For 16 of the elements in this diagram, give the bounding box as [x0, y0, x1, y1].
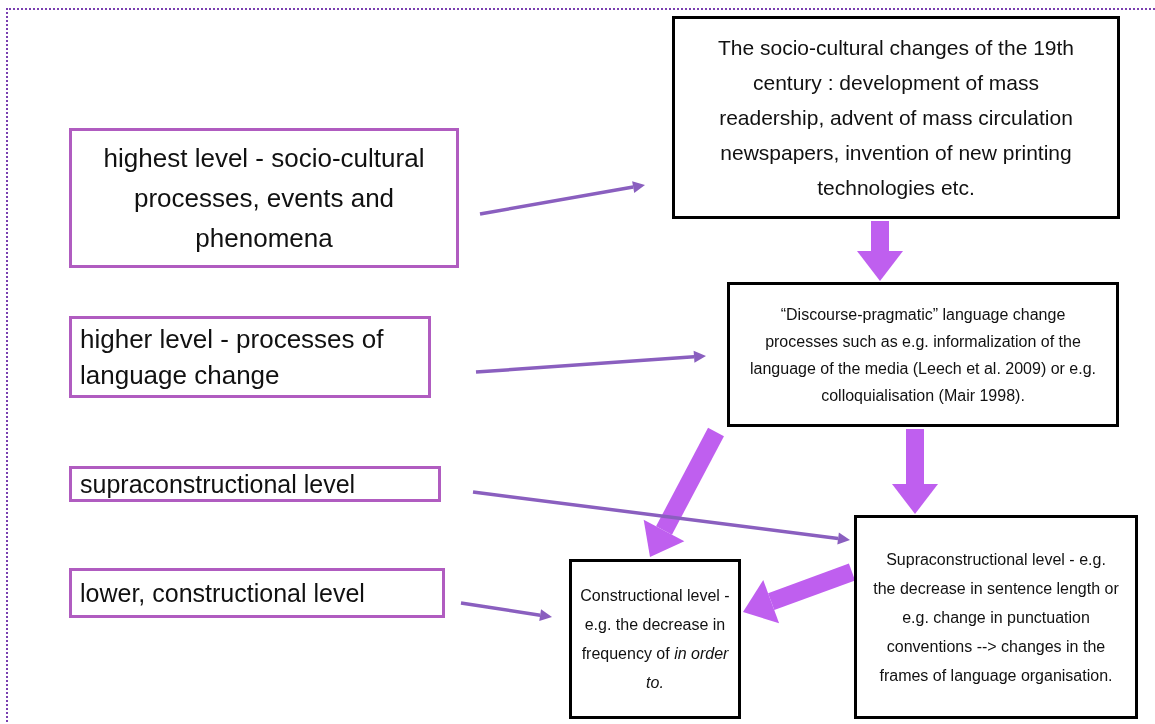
- arrow: [479, 181, 645, 216]
- level-box: lower, constructional level: [69, 568, 445, 618]
- arrow: [460, 601, 552, 622]
- block-arrow: [743, 563, 856, 624]
- block-arrow: [857, 221, 903, 281]
- description-box: Supraconstructional level - e.g. the decrease in sentence length or e.g. change in punctuation conventions --> changes in the frames of language organisation.: [854, 515, 1138, 719]
- arrow: [475, 350, 706, 374]
- description-box: “Discourse-pragmatic” language change processes such as e.g. informalization of the language of the media (Leech et al. 2009) or e.g. colloquialisation (Mair 1998).: [727, 282, 1119, 427]
- description-box: The socio-cultural changes of the 19th century : development of mass readership, advent of mass circulation newspapers, invention of new printing technologies etc.: [672, 16, 1120, 219]
- block-arrow: [892, 429, 938, 514]
- level-box: highest level - socio-cultural processes, events and phenomena: [69, 128, 459, 268]
- level-box: supraconstructional level: [69, 466, 441, 502]
- level-box: higher level - processes of language change: [69, 316, 431, 398]
- arrow: [472, 490, 850, 545]
- block-arrow: [643, 427, 724, 557]
- description-box: Constructional level - e.g. the decrease in frequency of in order to.: [569, 559, 741, 719]
